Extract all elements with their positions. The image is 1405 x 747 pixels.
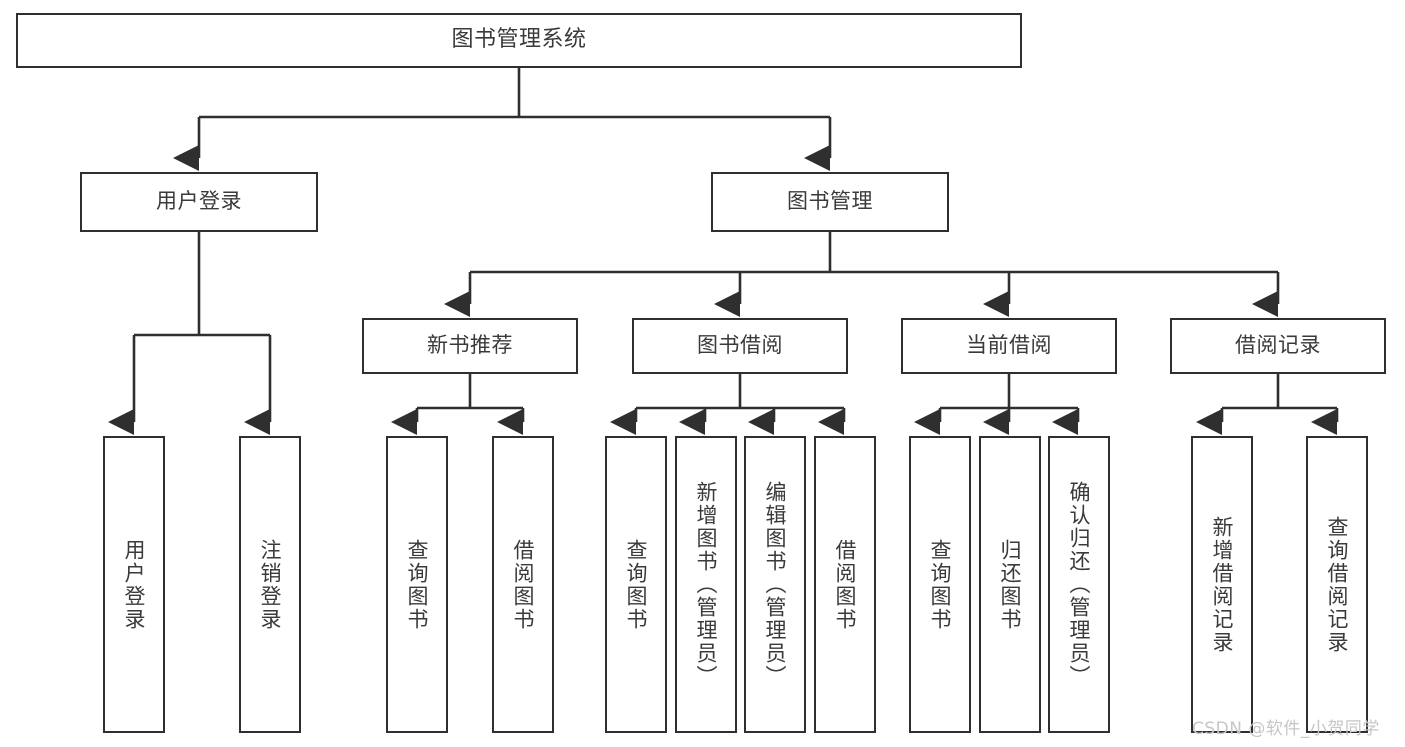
node-label: 图书管理 xyxy=(787,189,873,214)
node-label: 查询图书 xyxy=(405,538,430,631)
csdn-watermark: CSDN @软件_小贺同学 xyxy=(1192,719,1380,739)
node-label: 新增借阅记录 xyxy=(1210,515,1235,654)
leaf-edit-book-admin[interactable]: 编辑图书（管理员） xyxy=(744,436,806,733)
node-label: 借阅图书 xyxy=(833,538,858,631)
node-new-book-recommend[interactable]: 新书推荐 xyxy=(362,318,578,374)
node-borrow-records[interactable]: 借阅记录 xyxy=(1170,318,1386,374)
node-label: 当前借阅 xyxy=(966,333,1052,358)
node-label: 图书借阅 xyxy=(697,333,783,358)
node-user-login[interactable]: 用户登录 xyxy=(80,172,318,232)
node-label: 查询图书 xyxy=(624,538,649,631)
node-label: 用户登录 xyxy=(156,189,242,214)
leaf-return-book[interactable]: 归还图书 xyxy=(979,436,1041,733)
node-label: 归还图书 xyxy=(998,538,1023,631)
node-current-borrow[interactable]: 当前借阅 xyxy=(901,318,1117,374)
node-label: 借阅图书 xyxy=(511,538,536,631)
node-root-system[interactable]: 图书管理系统 xyxy=(16,13,1022,68)
leaf-query-book-recommend[interactable]: 查询图书 xyxy=(386,436,448,733)
leaf-query-book-current[interactable]: 查询图书 xyxy=(909,436,971,733)
node-label: 新增图书（管理员） xyxy=(694,481,719,688)
node-label: 新书推荐 xyxy=(427,333,513,358)
leaf-add-borrow-record[interactable]: 新增借阅记录 xyxy=(1191,436,1253,733)
node-book-borrow[interactable]: 图书借阅 xyxy=(632,318,848,374)
leaf-borrow-book[interactable]: 借阅图书 xyxy=(814,436,876,733)
leaf-query-book-borrow[interactable]: 查询图书 xyxy=(605,436,667,733)
leaf-user-login[interactable]: 用户登录 xyxy=(103,436,165,733)
node-label: 查询图书 xyxy=(928,538,953,631)
leaf-borrow-book-recommend[interactable]: 借阅图书 xyxy=(492,436,554,733)
leaf-query-borrow-record[interactable]: 查询借阅记录 xyxy=(1306,436,1368,733)
node-label: 图书管理系统 xyxy=(451,27,587,53)
node-label: 用户登录 xyxy=(122,538,147,631)
node-label: 注销登录 xyxy=(258,538,283,631)
node-label: 确认归还（管理员） xyxy=(1067,481,1092,688)
leaf-confirm-return-admin[interactable]: 确认归还（管理员） xyxy=(1048,436,1110,733)
node-label: 查询借阅记录 xyxy=(1325,515,1350,654)
node-label: 借阅记录 xyxy=(1235,333,1321,358)
leaf-add-book-admin[interactable]: 新增图书（管理员） xyxy=(675,436,737,733)
leaf-logout[interactable]: 注销登录 xyxy=(239,436,301,733)
node-label: 编辑图书（管理员） xyxy=(763,481,788,688)
node-book-management[interactable]: 图书管理 xyxy=(711,172,949,232)
